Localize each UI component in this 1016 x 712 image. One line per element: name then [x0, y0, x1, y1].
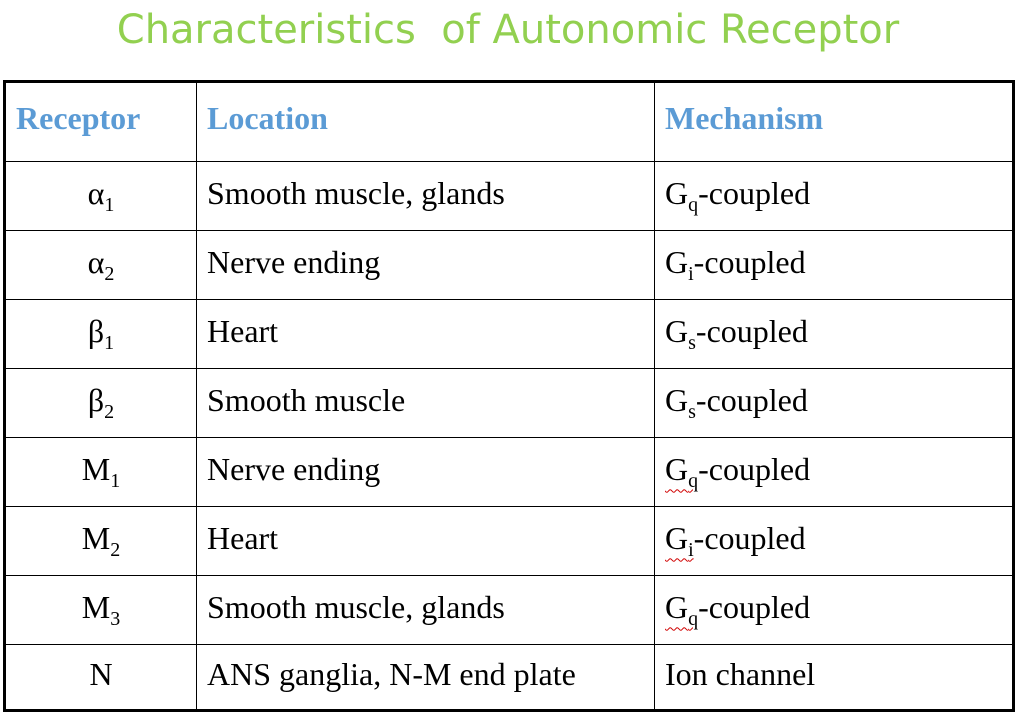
receptor-cell: β1: [4, 299, 197, 369]
table-row: α1 Smooth muscle, glands Gq-coupled: [4, 161, 1014, 231]
location-cell: Heart: [196, 299, 655, 369]
slide-title: Characteristics of Autonomic Receptor: [116, 7, 900, 53]
table-row: β1 Heart Gs-coupled: [4, 299, 1014, 369]
location-cell: Smooth muscle: [196, 368, 655, 438]
receptor-cell: M1: [4, 437, 197, 507]
spellcheck-underline: Gi: [665, 520, 694, 562]
location-cell: Heart: [196, 506, 655, 576]
receptor-cell: N: [4, 644, 197, 711]
mechanism-cell: Ion channel: [654, 644, 1014, 711]
table-row: M1 Nerve ending Gq-coupled: [4, 437, 1014, 507]
location-cell: Smooth muscle, glands: [196, 161, 655, 231]
mechanism-cell: Gq-coupled: [654, 437, 1014, 507]
mechanism-cell: Gi-coupled: [654, 230, 1014, 300]
mechanism-cell: Gs-coupled: [654, 299, 1014, 369]
receptor-cell: β2: [4, 368, 197, 438]
header-location: Location: [196, 81, 655, 162]
table-row: α2 Nerve ending Gi-coupled: [4, 230, 1014, 300]
receptor-cell: M2: [4, 506, 197, 576]
header-row: Receptor Location Mechanism: [4, 81, 1014, 162]
header-mechanism: Mechanism: [654, 81, 1014, 162]
header-receptor: Receptor: [4, 81, 197, 162]
spellcheck-underline: Gq: [665, 451, 699, 493]
mechanism-cell: Gq-coupled: [654, 575, 1014, 645]
receptor-cell: M3: [4, 575, 197, 645]
table-row: M2 Heart Gi-coupled: [4, 506, 1014, 576]
table-row: M3 Smooth muscle, glands Gq-coupled: [4, 575, 1014, 645]
location-cell: Nerve ending: [196, 437, 655, 507]
table-row: N ANS ganglia, N-M end plate Ion channel: [4, 644, 1014, 711]
location-cell: Smooth muscle, glands: [196, 575, 655, 645]
receptor-cell: α2: [4, 230, 197, 300]
mechanism-cell: Gq-coupled: [654, 161, 1014, 231]
location-cell: ANS ganglia, N-M end plate: [196, 644, 655, 711]
mechanism-cell: Gs-coupled: [654, 368, 1014, 438]
mechanism-cell: Gi-coupled: [654, 506, 1014, 576]
receptor-table: Receptor Location Mechanism α1 Smooth mu…: [3, 80, 1015, 712]
location-cell: Nerve ending: [196, 230, 655, 300]
receptor-cell: α1: [4, 161, 197, 231]
spellcheck-underline: Gq: [665, 589, 699, 631]
table-row: β2 Smooth muscle Gs-coupled: [4, 368, 1014, 438]
